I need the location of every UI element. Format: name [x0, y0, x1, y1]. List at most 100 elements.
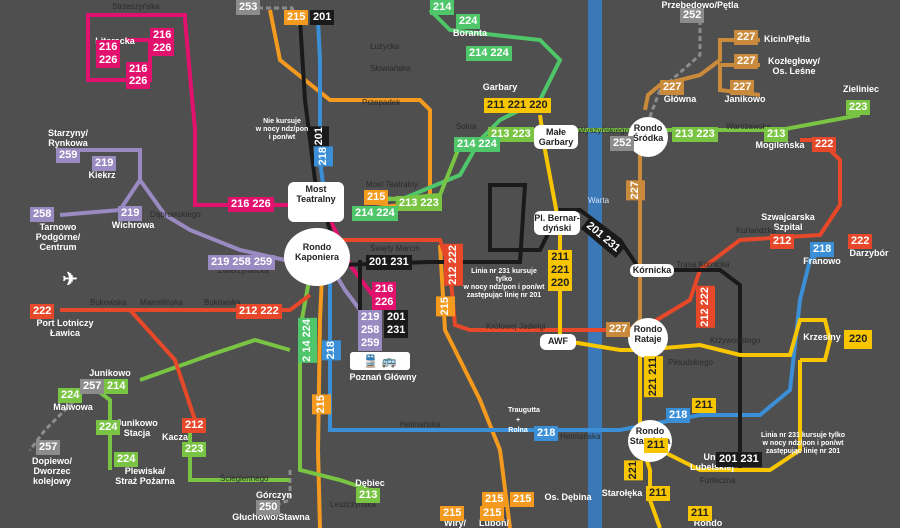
badge-227-kozieglowy[interactable]: 227: [734, 54, 759, 69]
badge-226-loop[interactable]: 226: [126, 74, 151, 89]
badge-224-top[interactable]: 224: [456, 14, 481, 29]
badge-215-top[interactable]: 215: [284, 10, 309, 25]
street-fortoczna: Forteczna: [700, 476, 736, 485]
badge-221-211-rataje[interactable]: 221 211: [644, 356, 663, 398]
badge-252-north[interactable]: 252: [680, 8, 705, 23]
stop-plewiska: Plewiska/ Straż Pożarna: [115, 466, 175, 486]
note-nocne-201: Nie kursuje w nocy ndz/pon i pon/wt: [255, 118, 309, 141]
line-212-222: [60, 293, 312, 421]
badge-223-kacza[interactable]: 223: [182, 442, 207, 457]
badge-258[interactable]: 258: [30, 207, 55, 222]
badge-201-231-center[interactable]: 201 231: [366, 255, 412, 270]
badge-214-top[interactable]: 214: [430, 0, 455, 15]
stop-debiec: Dębiec: [355, 478, 385, 488]
badge-219-258-259[interactable]: 219 258 259: [208, 255, 276, 270]
badge-211-bottom-1[interactable]: 211: [688, 506, 712, 521]
badge-221-south[interactable]: 221: [624, 460, 643, 481]
stop-doplewo: Dopiewo/ Dworzec kolejowy: [32, 456, 72, 486]
hub-male-garbary[interactable]: Małe Garbary: [534, 125, 578, 149]
badge-215-os-debina-1[interactable]: 215: [482, 492, 507, 507]
stop-glowna: Główna: [663, 94, 697, 104]
badge-222-darzybor[interactable]: 222: [848, 234, 873, 249]
airport-icon: ✈: [62, 269, 78, 289]
badge-215-wiry[interactable]: 215: [440, 506, 465, 521]
badge-218-rataje[interactable]: 218: [666, 408, 691, 423]
stop-garbary: Garbary: [482, 82, 518, 92]
badge-215-most[interactable]: 215: [364, 190, 389, 205]
badge-216-loop[interactable]: 216: [126, 62, 151, 77]
badge-211-starolecka[interactable]: 211: [644, 438, 668, 453]
badge-216-226-dabrowskiego[interactable]: 216 226: [228, 197, 274, 212]
hub-rondo-rataje[interactable]: Rondo Rataje: [628, 318, 668, 358]
stop-lubon: Luboń/: [479, 518, 509, 528]
hub-most-teatralny[interactable]: Most Teatralny: [288, 182, 344, 222]
hub-awf[interactable]: AWF: [540, 334, 576, 350]
badge-259-south[interactable]: 259: [358, 336, 383, 351]
badge-212-222-west[interactable]: 212 222: [236, 304, 282, 319]
badge-211-pastela[interactable]: 211: [692, 398, 716, 413]
badge-219-south[interactable]: 219: [358, 310, 383, 325]
badge-214-224-solna[interactable]: 214 224: [454, 137, 500, 152]
badge-213-debiec[interactable]: 213: [356, 488, 381, 503]
badge-201-231-unii[interactable]: 201 231: [716, 452, 762, 467]
badge-212-222-center[interactable]: 212 222: [444, 244, 463, 286]
badge-216-226-literacka[interactable]: 216 226: [96, 40, 121, 68]
stop-rondo-bottom: Rondo: [693, 518, 723, 528]
badge-215-os-debina-2[interactable]: 215: [510, 492, 535, 507]
badge-252-garbary[interactable]: 252: [610, 136, 635, 151]
hub-pl-bernardynski[interactable]: Pl. Bernar- dyński: [534, 211, 580, 235]
badge-222-mogilenska[interactable]: 222: [812, 137, 837, 152]
badge-253[interactable]: 253: [236, 0, 261, 15]
badge-218-top-vertical[interactable]: 218: [314, 146, 333, 167]
badge-227-janikowo[interactable]: 227: [730, 80, 755, 95]
badge-214-224-most[interactable]: 214 224: [352, 206, 398, 221]
badge-211-221-220-garbary[interactable]: 211 221 220: [484, 98, 551, 113]
badge-257-doplewo[interactable]: 257: [36, 440, 61, 455]
badge-218-vertical[interactable]: 218: [322, 340, 341, 361]
badge-214-224-vertical[interactable]: 2 14 224: [298, 318, 317, 363]
badge-224-stacja[interactable]: 224: [96, 420, 121, 435]
badge-250[interactable]: 250: [256, 500, 281, 515]
badge-213-warszawska[interactable]: 213: [764, 127, 789, 142]
badge-213-223-srodka[interactable]: 213 223: [672, 127, 718, 142]
badge-227-srodka[interactable]: 227: [626, 180, 645, 201]
badge-212-222-east[interactable]: 212 222: [696, 286, 715, 328]
badge-257[interactable]: 257: [80, 379, 105, 394]
badge-218-hetmanska[interactable]: 218: [534, 426, 559, 441]
badge-224-plewiska[interactable]: 224: [114, 452, 139, 467]
badge-224-malwowa[interactable]: 224: [58, 388, 83, 403]
badge-216-226-right[interactable]: 216 226: [150, 28, 175, 56]
badge-201-top[interactable]: 201: [310, 10, 335, 25]
badge-215-center[interactable]: 215: [436, 296, 455, 317]
badge-220-krzesiny[interactable]: 220: [844, 330, 873, 349]
hub-rondo-kaponiera[interactable]: Rondo Kaponiera: [284, 228, 350, 286]
badge-212-kacza[interactable]: 212: [182, 418, 207, 433]
badge-214-224-top[interactable]: 214 224: [466, 46, 512, 61]
badge-215-vertical[interactable]: 215: [312, 394, 331, 415]
badge-215-lubon[interactable]: 215: [480, 506, 505, 521]
badge-213-223-most[interactable]: 213 223: [396, 196, 442, 211]
badge-212-szwajcarska[interactable]: 212: [770, 234, 795, 249]
badge-211-221-220-center[interactable]: 211 221 220: [548, 250, 573, 291]
badge-258-south[interactable]: 258: [358, 323, 383, 338]
badge-216-south[interactable]: 216: [372, 282, 397, 297]
badge-227-rataje[interactable]: 227: [606, 322, 631, 337]
street-sciegiennego: Ściegiennego: [220, 474, 269, 483]
badge-222-airport[interactable]: 222: [30, 304, 55, 319]
badge-226-south[interactable]: 226: [372, 295, 397, 310]
badge-201-231-station[interactable]: 201 231: [384, 310, 409, 338]
badge-227-kicin[interactable]: 227: [734, 30, 759, 45]
badge-218-franowo[interactable]: 218: [810, 242, 835, 257]
street-hetmanska2: Hetmańska: [560, 432, 601, 441]
badge-223-zielinice[interactable]: 223: [846, 100, 871, 115]
badge-214-junikowo[interactable]: 214: [104, 379, 129, 394]
hub-rondo-srodka[interactable]: Rondo Śródka: [628, 117, 668, 157]
badge-219-kiekrz[interactable]: 219: [92, 156, 117, 171]
badge-227-glowna[interactable]: 227: [660, 80, 685, 95]
hub-kornicka[interactable]: Kórnicka: [630, 264, 674, 277]
line-213-223: [379, 113, 861, 202]
badge-219-wichrowa[interactable]: 219: [118, 206, 143, 221]
badge-259[interactable]: 259: [56, 148, 81, 163]
badge-211-south[interactable]: 211: [646, 486, 670, 501]
badge-201-vertical[interactable]: 201: [310, 126, 329, 147]
